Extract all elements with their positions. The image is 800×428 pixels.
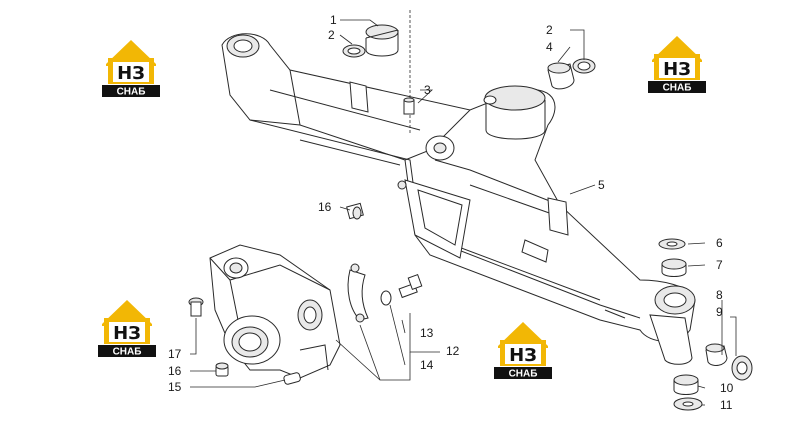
clamp-and-bolt bbox=[347, 263, 423, 323]
callout-2-left: 2 bbox=[328, 28, 335, 42]
bushing-10 bbox=[673, 374, 699, 395]
bushing-set-top-right bbox=[547, 58, 596, 90]
callout-2-right: 2 bbox=[546, 23, 553, 37]
logo-caption: СНАБ bbox=[117, 87, 146, 98]
logo-caption: СНАБ bbox=[509, 369, 538, 380]
callout-16-upper: 16 bbox=[318, 200, 332, 214]
callout-14: 14 bbox=[420, 358, 434, 372]
logo-letters: НЗ bbox=[509, 345, 537, 366]
washer-6 bbox=[658, 238, 686, 250]
ring-9 bbox=[731, 355, 753, 381]
nz-snab-logo-top-left: НЗ СНАБ bbox=[100, 36, 162, 98]
callout-10: 10 bbox=[720, 381, 734, 395]
logo-letters: НЗ bbox=[113, 323, 141, 344]
callout-12: 12 bbox=[446, 344, 460, 358]
steering-knuckle-housing bbox=[209, 244, 341, 379]
axle-beam bbox=[221, 33, 696, 365]
callout-7: 7 bbox=[716, 258, 723, 272]
bolt-17 bbox=[188, 297, 204, 317]
callout-11: 11 bbox=[720, 398, 733, 412]
bolt-16-lower bbox=[215, 362, 229, 377]
callout-4: 4 bbox=[546, 40, 553, 54]
callout-5: 5 bbox=[598, 178, 605, 192]
bushing-7 bbox=[661, 258, 687, 277]
bushing-set-top-left bbox=[342, 10, 415, 135]
callout-13: 13 bbox=[420, 326, 434, 340]
logo-caption: СНАБ bbox=[663, 83, 692, 94]
callout-15: 15 bbox=[168, 380, 182, 394]
callout-6: 6 bbox=[716, 236, 723, 250]
callout-9: 9 bbox=[716, 305, 723, 319]
washer-11 bbox=[673, 397, 703, 411]
pin-15 bbox=[283, 372, 301, 385]
callout-16-lower: 16 bbox=[168, 364, 182, 378]
callout-3: 3 bbox=[424, 83, 431, 97]
callout-17: 17 bbox=[168, 347, 182, 361]
logo-letters: НЗ bbox=[663, 59, 691, 80]
nz-snab-logo-bottom-left: НЗ СНАБ bbox=[96, 296, 158, 358]
leader-lines bbox=[190, 19, 737, 406]
callout-1: 1 bbox=[330, 13, 337, 27]
nz-snab-logo-bottom-center: НЗ СНАБ bbox=[492, 318, 554, 380]
bolt-16-upper bbox=[346, 202, 364, 220]
bushing-8 bbox=[705, 343, 728, 366]
logo-caption: СНАБ bbox=[113, 347, 142, 358]
callout-8: 8 bbox=[716, 288, 723, 302]
logo-letters: НЗ bbox=[117, 63, 145, 84]
nz-snab-logo-top-right: НЗ СНАБ bbox=[646, 32, 708, 94]
